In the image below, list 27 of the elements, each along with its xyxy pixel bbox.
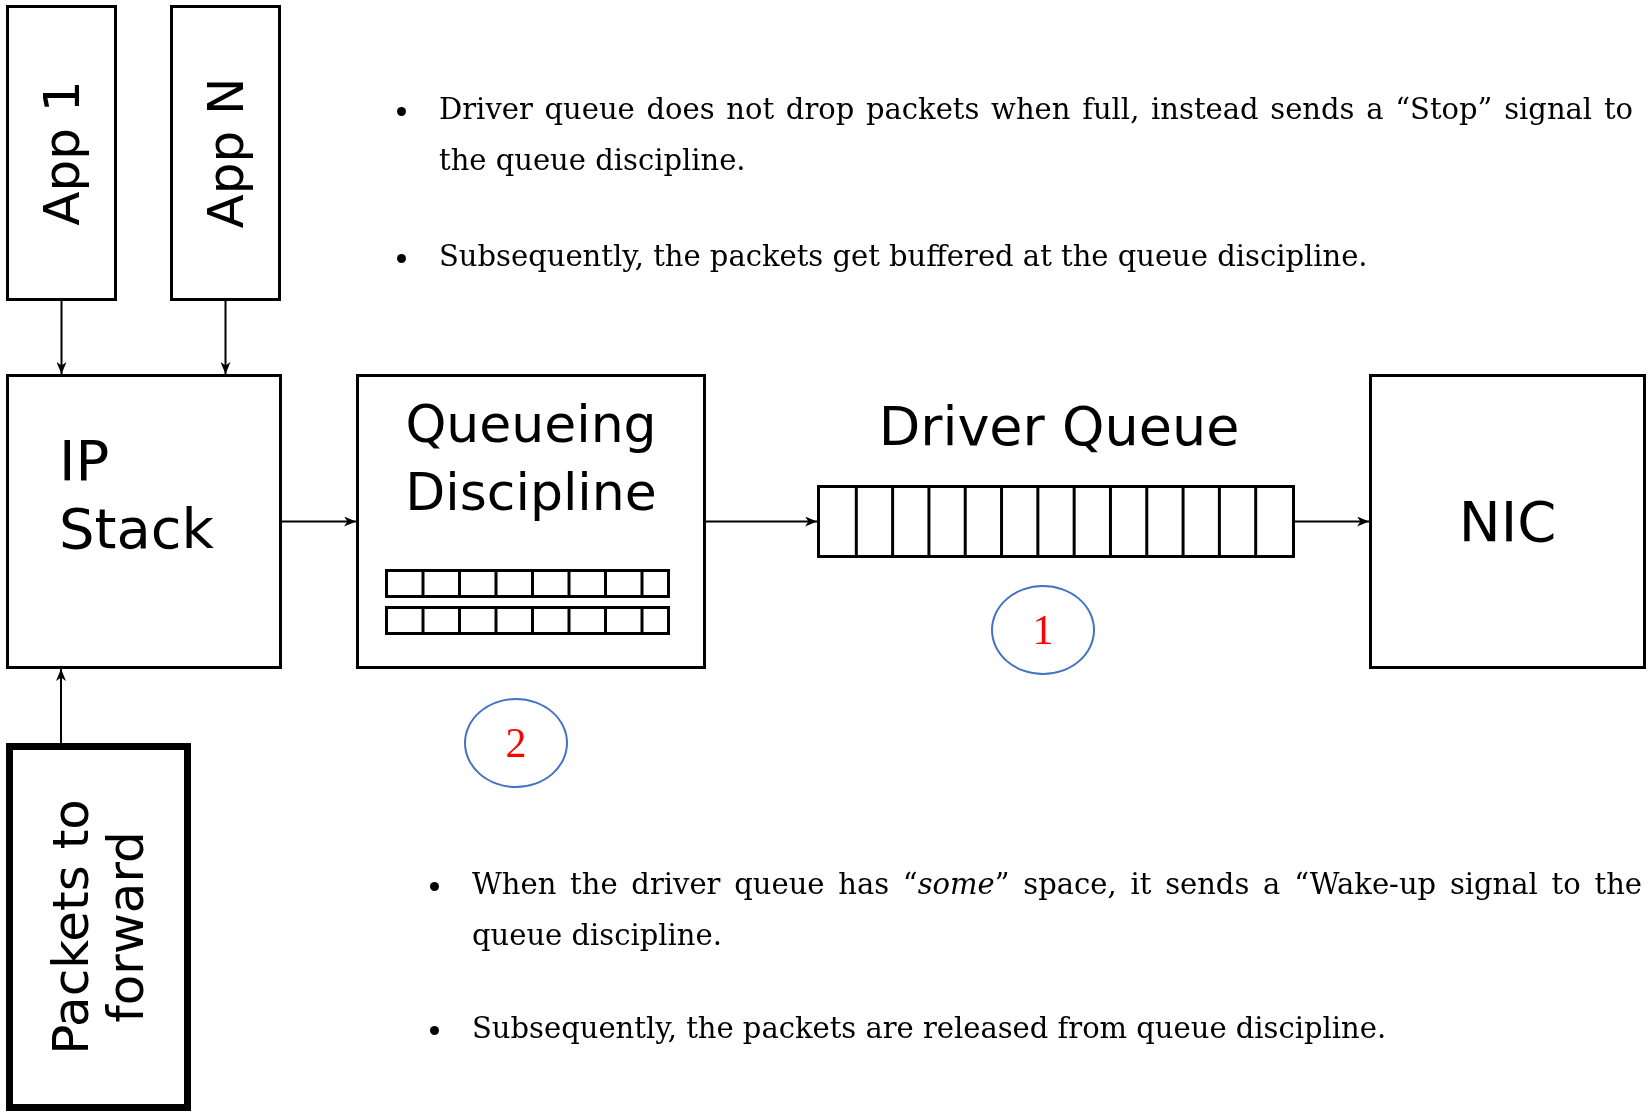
arrow <box>705 516 818 527</box>
box-heading: Driver Queue <box>877 396 1241 459</box>
arrow <box>56 300 67 375</box>
bullet-text: Subsequently, the packets are released from queue discipline. <box>472 1010 1388 1047</box>
callout-number: 1 <box>1031 605 1055 655</box>
box-label: NIC <box>1457 489 1558 554</box>
box-label: App N <box>198 76 253 231</box>
arrow <box>56 668 66 744</box>
callout-circle <box>991 585 1095 675</box>
arrow <box>220 300 231 375</box>
process-box <box>1369 374 1646 669</box>
process-box <box>356 374 706 669</box>
arrow <box>281 516 357 527</box>
bullet-text: When the driver queue has “some” space, it sends a “Wake-up signal to the queue discipline. <box>472 866 1642 954</box>
box-label: IP Stack <box>59 427 216 564</box>
box-label: Queueing Discipline <box>404 393 658 524</box>
process-box <box>6 743 191 1111</box>
process-box <box>170 5 281 301</box>
callout-circle <box>464 698 568 788</box>
box-label: App 1 <box>34 79 89 228</box>
bullet-text: Driver queue does not drop packets when full, instead sends a “Stop” signal to the queue discipline. <box>439 91 1633 179</box>
process-box <box>6 5 117 301</box>
arrow <box>1294 516 1370 527</box>
callout-number: 2 <box>504 718 528 768</box>
box-label: Packets to forward <box>43 798 154 1057</box>
process-box <box>6 374 282 669</box>
bullet-text: Subsequently, the packets get buffered at the queue discipline. <box>439 238 1369 275</box>
